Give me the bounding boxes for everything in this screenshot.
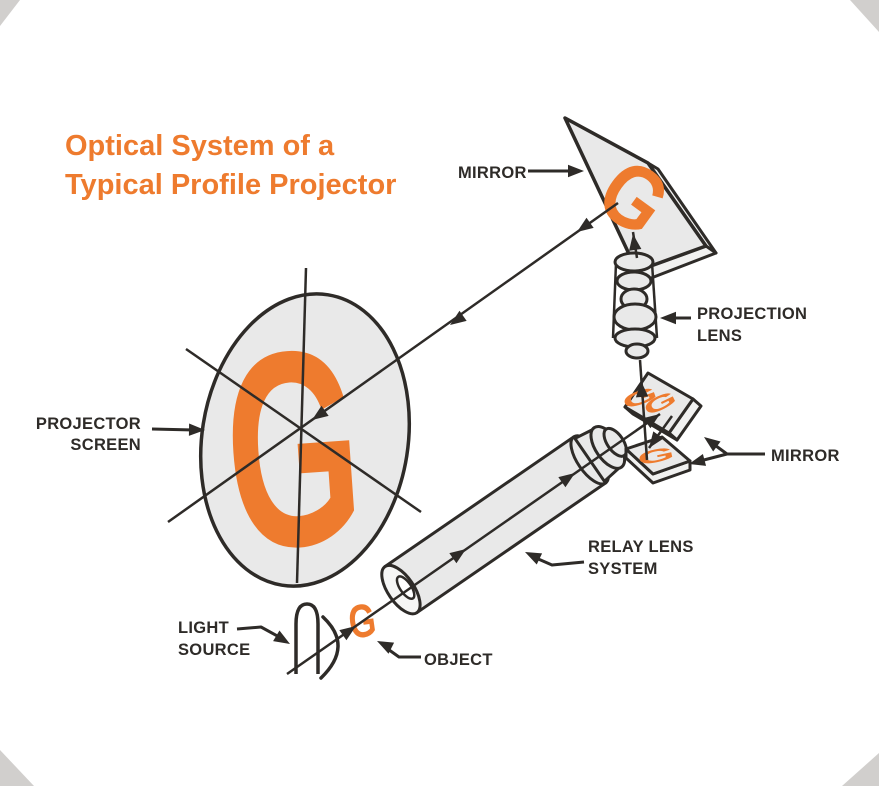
light-source-bulb <box>294 602 320 674</box>
screen-crosshair-diagonal <box>185 347 422 514</box>
label-object: OBJECT <box>424 651 493 669</box>
relay-lens-tube <box>380 425 628 616</box>
svg-text:G: G <box>216 291 371 610</box>
label-projector-screen: SCREEN <box>70 436 141 454</box>
label-mirror-right: MIRROR <box>771 447 840 465</box>
arrow-projector-screen <box>151 427 195 432</box>
lens-barrel-left <box>611 262 618 339</box>
beam-to-projection-lens <box>638 359 649 461</box>
arrow-relay-lens <box>535 556 585 567</box>
label-light-source: LIGHT <box>178 619 229 637</box>
label-projection-lens: PROJECTION <box>697 305 807 323</box>
page-corner-artifact <box>842 753 879 786</box>
screen-letter-g: G <box>216 291 371 610</box>
tube-dome-knob <box>602 426 628 458</box>
lens-element <box>612 302 658 332</box>
label-projector-screen: PROJECTOR <box>36 415 141 433</box>
page-title: Typical Profile Projector <box>65 169 396 201</box>
light-path <box>167 201 674 676</box>
tube-inner-lens <box>395 575 416 601</box>
label-light-source: SOURCE <box>178 641 250 659</box>
arrow-mirror-right-upper <box>711 441 765 456</box>
light-source <box>294 602 340 680</box>
lower-fold-mirror-face <box>624 435 692 476</box>
screen-ellipse <box>198 292 412 588</box>
projection-lens <box>611 251 659 360</box>
top-mirror-face <box>563 116 708 273</box>
label-projection-lens: LENS <box>697 327 742 345</box>
condenser-arc <box>319 615 340 680</box>
lens-barrel-right <box>650 262 659 339</box>
projector-screen: G <box>185 267 422 610</box>
lower-fold-mirror: G <box>624 435 692 485</box>
lens-element <box>615 270 653 292</box>
tube-body <box>383 435 608 615</box>
page-corner-artifact <box>0 750 34 786</box>
page-corner-artifact <box>0 0 20 26</box>
label-mirror-top: MIRROR <box>458 164 527 182</box>
lens-element <box>613 251 655 273</box>
arrow-light-source <box>236 625 282 640</box>
label-relay-lens: RELAY LENS <box>588 538 694 556</box>
annotations: MIRROR PROJECTION LENS MIRROR RELAY LENS… <box>36 164 840 669</box>
page-corner-artifact <box>850 0 879 32</box>
arrow-mirror-right-lower <box>699 452 728 463</box>
label-relay-lens: SYSTEM <box>588 560 658 578</box>
lens-element <box>624 342 650 360</box>
screen-crosshair-vertical <box>295 267 308 584</box>
beam-mirror-to-screen <box>167 201 619 524</box>
page-title: Optical System of a <box>65 130 335 162</box>
